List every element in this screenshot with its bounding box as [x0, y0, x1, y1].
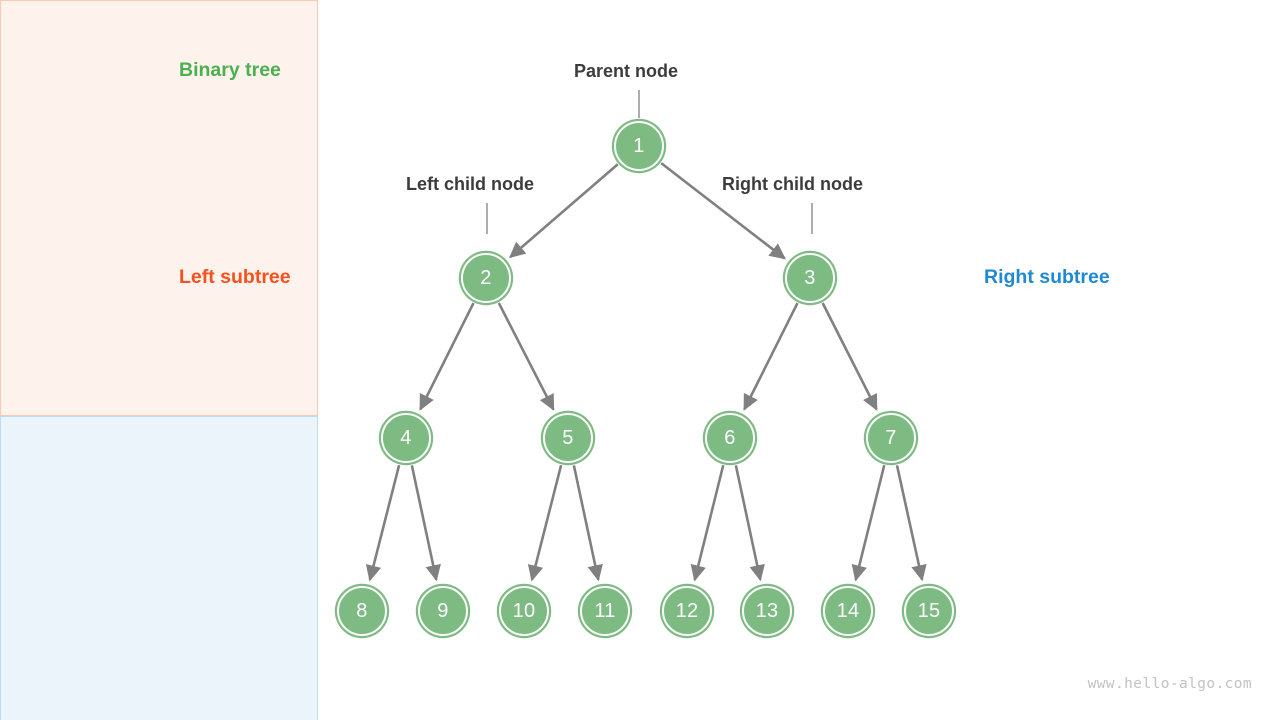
tree-node-7[interactable]: 7: [866, 413, 916, 463]
tree-node-value: 4: [400, 426, 412, 449]
tree-edge-2-5: [497, 302, 555, 411]
edge-group: [365, 162, 927, 582]
tree-node-12[interactable]: 12: [662, 586, 712, 636]
tree-node-2[interactable]: 2: [461, 253, 511, 303]
tree-edge-4-8: [365, 464, 401, 582]
page-title: Binary tree: [179, 59, 281, 81]
left-child-node-label: Left child node: [406, 174, 534, 194]
tree-edge-5-11: [572, 465, 603, 582]
tree-edge-4-9: [410, 465, 441, 582]
right-child-node-label: Right child node: [722, 174, 863, 194]
right-subtree-region: [0, 416, 318, 720]
tree-node-value: 11: [594, 599, 616, 622]
tree-node-value: 15: [917, 599, 941, 622]
tree-edge-6-13: [734, 465, 765, 582]
tree-node-11[interactable]: 11: [580, 586, 630, 636]
tree-edge-7-15: [895, 465, 927, 582]
tree-node-5[interactable]: 5: [543, 413, 593, 463]
tree-node-15[interactable]: 15: [904, 586, 954, 636]
tree-node-4[interactable]: 4: [381, 413, 431, 463]
right-subtree-label: Right subtree: [984, 266, 1110, 288]
tree-node-13[interactable]: 13: [742, 586, 792, 636]
left-subtree-region: [0, 0, 318, 416]
tree-node-value: 10: [512, 599, 536, 622]
tree-edge-1-3: [660, 162, 786, 260]
tree-node-value: 5: [562, 426, 574, 449]
tree-edge-3-6: [743, 302, 799, 411]
tree-edge-3-7: [821, 302, 878, 411]
tree-edge-2-4: [419, 302, 475, 411]
tree-node-value: 12: [675, 599, 699, 622]
tree-node-value: 9: [437, 599, 449, 622]
tree-node-value: 2: [480, 266, 492, 289]
tree-node-value: 14: [836, 599, 860, 622]
tree-node-10[interactable]: 10: [499, 586, 549, 636]
tree-edge-6-12: [690, 464, 725, 582]
leader-line-group: [486, 90, 813, 234]
tree-node-value: 8: [356, 599, 368, 622]
tree-edge-7-14: [851, 464, 886, 582]
tree-node-6[interactable]: 6: [705, 413, 755, 463]
tree-edge-1-2: [509, 163, 619, 259]
tree-node-8[interactable]: 8: [337, 586, 387, 636]
tree-node-value: 13: [755, 599, 779, 622]
tree-node-3[interactable]: 3: [785, 253, 835, 303]
tree-node-9[interactable]: 9: [418, 586, 468, 636]
tree-node-value: 7: [885, 426, 897, 449]
tree-node-value: 6: [724, 426, 736, 449]
tree-node-value: 1: [633, 134, 645, 157]
tree-node-value: 3: [804, 266, 816, 289]
tree-edge-5-10: [527, 464, 563, 582]
tree-node-1[interactable]: 1: [614, 121, 664, 171]
watermark: www.hello-algo.com: [1087, 676, 1252, 692]
left-subtree-label: Left subtree: [179, 266, 291, 288]
tree-node-14[interactable]: 14: [823, 586, 873, 636]
parent-node-label: Parent node: [574, 61, 679, 81]
